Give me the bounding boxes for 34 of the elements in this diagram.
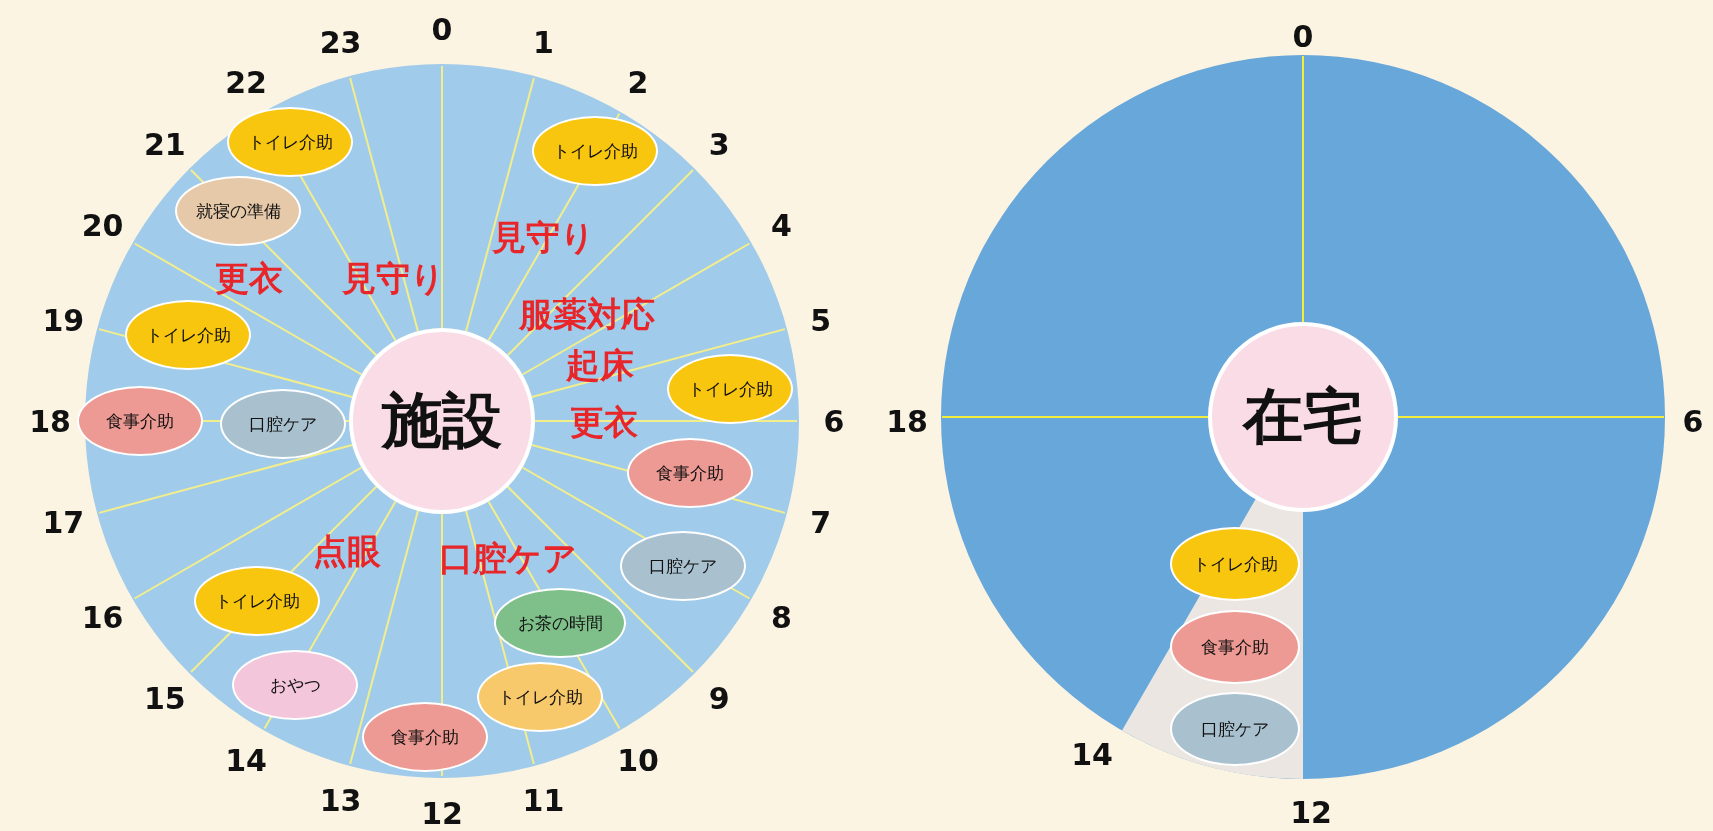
hour-number: 6 [823,403,845,439]
hour-number: 3 [708,126,730,162]
hour-number: 11 [522,782,565,818]
hour-number: 15 [143,680,186,716]
hour-number: 6 [1682,403,1704,439]
hour-number: 12 [421,795,463,831]
hour-number: 2 [627,64,649,99]
hour-number: 20 [81,207,124,243]
task-label: 見守り [491,216,595,259]
hour-number: 7 [810,504,832,540]
hour-number: 17 [42,504,85,540]
hour-number: 12 [1290,794,1332,830]
hour-number: 14 [225,742,267,778]
task-label: 口腔ケア [439,537,577,580]
hour-number: 0 [1292,18,1314,54]
hour-number: 18 [886,403,928,439]
hour-number: 4 [771,207,792,243]
hour-number: 23 [319,24,362,60]
hour-number: 22 [225,64,267,99]
hour-number: 8 [771,599,792,635]
task-label: 見守り [341,257,445,300]
hour-number: 0 [431,11,453,47]
hour-number: 18 [29,403,71,439]
hour-number: 1 [533,24,554,60]
hour-number: 19 [42,302,85,338]
hour-number: 14 [1071,736,1113,772]
task-label: 更衣 [215,257,283,300]
hour-number: 16 [81,599,124,635]
hour-number: 13 [319,782,362,818]
hour-number: 9 [708,680,730,716]
hour-number: 10 [617,742,659,778]
hour-number: 21 [143,126,186,162]
hour-number: 5 [810,302,832,338]
task-label: 起床 [566,344,634,387]
